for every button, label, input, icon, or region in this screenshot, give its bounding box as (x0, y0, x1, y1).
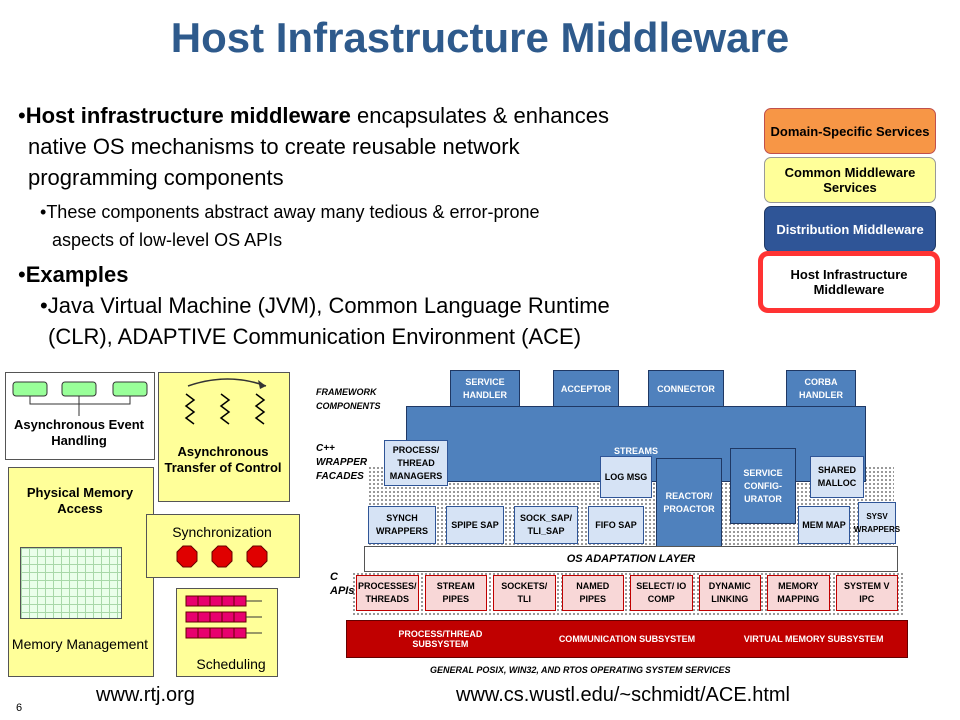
ace-process-thread-managers: PROCESS/ THREAD MANAGERS (384, 440, 448, 486)
bullet-2: •Examples (18, 262, 129, 287)
bullet-2-sub: •Java Virtual Machine (JVM), Common Lang… (40, 293, 610, 349)
ace-corba-handler: CORBA HANDLER (786, 370, 856, 408)
ace-os-adaptation: OS ADAPTATION LAYER (364, 546, 898, 572)
synchronization-label: Synchronization (172, 524, 272, 540)
ace-communication-subsystem: COMMUNICATION SUBSYSTEM (558, 634, 696, 644)
physical-memory-label: Physical Memory Access (26, 485, 134, 516)
ace-system-v-ipc: SYSTEM V IPC (835, 575, 898, 611)
ace-synch-wrappers: SYNCH WRAPPERS (368, 506, 436, 544)
ace-service-handler: SERVICE HANDLER (450, 370, 520, 408)
ace-os-services: GENERAL POSIX, WIN32, AND RTOS OPERATING… (430, 665, 731, 675)
ace-url[interactable]: www.cs.wustl.edu/~schmidt/ACE.html (456, 684, 790, 706)
ace-acceptor: ACCEPTOR (553, 370, 619, 408)
bullet-1-text-c: programming components (28, 165, 284, 190)
async-transfer-box (158, 372, 290, 502)
ace-process-thread-subsystem: PROCESS/THREAD SUBSYSTEM (398, 629, 483, 649)
stop-sign-icons (176, 545, 268, 568)
ace-log-msg: LOG MSG (600, 456, 652, 498)
ace-processes-threads: PROCESSES/ THREADS (356, 575, 419, 611)
bullet-1-sub-b: aspects of low-level OS APIs (52, 230, 283, 250)
ace-sock-sap: SOCK_SAP/ TLI_SAP (514, 506, 578, 544)
ace-fifo-sap: FIFO SAP (588, 506, 644, 544)
ace-dynamic-linking: DYNAMIC LINKING (698, 575, 761, 611)
async-transfer-icon (184, 378, 267, 425)
ace-stream-pipes: STREAM PIPES (424, 575, 487, 611)
ace-spipe-sap: SPIPE SAP (446, 506, 504, 544)
ace-sockets-tli: SOCKETS/ TLI (493, 575, 556, 611)
ace-reactor-proactor: REACTOR/ PROACTOR (656, 458, 722, 548)
bullet-2-sub-a: Java Virtual Machine (JVM), Common Langu… (47, 293, 610, 318)
async-event-icon (12, 381, 148, 416)
ace-named-pipes: NAMED PIPES (561, 575, 624, 611)
ace-sysv-wrappers: SYSV WRAPPERS (854, 502, 900, 544)
rtj-url[interactable]: www.rtj.org (96, 684, 195, 706)
layer-common-middleware: Common Middleware Services (764, 157, 936, 203)
ace-virtual-memory-subsystem: VIRTUAL MEMORY SUBSYSTEM (743, 634, 884, 644)
ace-mem-map: MEM MAP (798, 506, 850, 544)
bullet-1-bold: Host infrastructure middleware (25, 103, 351, 128)
scheduling-icon (185, 595, 262, 639)
async-transfer-label: Asynchronous Transfer of Control (164, 444, 282, 475)
bullet-1-sub: •These components abstract away many ted… (40, 202, 540, 250)
memory-management-label: Memory Management (11, 636, 149, 652)
ace-service-configurator: SERVICE CONFIG- URATOR (730, 448, 796, 524)
bullet-2-sub-b: (CLR), ADAPTIVE Communication Environmen… (48, 324, 582, 349)
layer-host-infrastructure: Host Infrastructure Middleware (758, 251, 940, 313)
bullet-1-text-b: native OS mechanisms to create reusable … (28, 134, 520, 159)
bullet-2-title: Examples (25, 262, 129, 287)
layer-distribution: Distribution Middleware (764, 206, 936, 252)
bullet-1: •Host infrastructure middleware encapsul… (18, 103, 609, 190)
ace-connector: CONNECTOR (648, 370, 724, 408)
bullet-1-text-a: encapsulates & enhances (350, 103, 609, 128)
ace-memory-mapping: MEMORY MAPPING (767, 575, 830, 611)
ace-shared-malloc: SHARED MALLOC (810, 456, 864, 498)
ace-c-api-row: PROCESSES/ THREADS STREAM PIPES SOCKETS/… (352, 572, 902, 614)
page-number: 6 (16, 702, 23, 714)
scheduling-label: Scheduling (196, 656, 266, 672)
memory-grid (20, 547, 122, 619)
layer-domain-specific: Domain-Specific Services (764, 108, 936, 154)
ace-select-io: SELECT/ IO COMP (630, 575, 693, 611)
ace-kernel-subsystems: PROCESS/THREAD SUBSYSTEM COMMUNICATION S… (346, 620, 908, 658)
bullet-1-sub-a: These components abstract away many tedi… (46, 202, 540, 222)
page-title: Host Infrastructure Middleware (170, 14, 790, 61)
async-event-label: Asynchronous Event Handling (13, 417, 145, 448)
